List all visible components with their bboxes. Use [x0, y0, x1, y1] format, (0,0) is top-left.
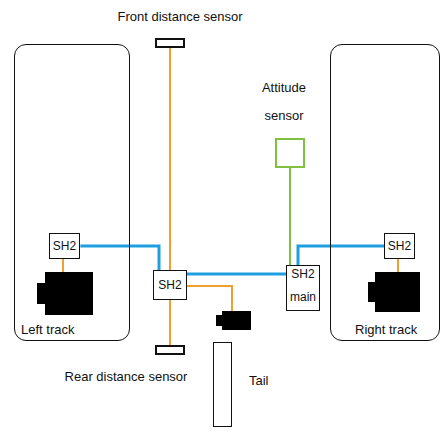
tail-motor-body — [222, 311, 251, 330]
sh2-main-board: SH2 main — [286, 265, 320, 311]
wire-connector — [80, 246, 159, 270]
track-region: SH2Left track — [14, 44, 130, 341]
motor-body — [375, 272, 420, 312]
distance-sensor: Front distance sensor — [155, 38, 185, 48]
wire-connector — [170, 48, 171, 270]
part-label: Attitude sensor — [252, 74, 316, 130]
part-label: Rear distance sensor — [65, 369, 188, 384]
wire-line — [169, 300, 171, 345]
part-label: Left track — [21, 322, 74, 337]
board-label: SH2 — [158, 279, 181, 292]
distance-sensor: Rear distance sensor — [155, 345, 185, 355]
part-label: Right track — [355, 322, 417, 337]
attitude-sensor: Attitude sensor — [275, 138, 305, 168]
motor-wire — [62, 258, 64, 272]
board-label: SH2 — [388, 240, 411, 253]
board-label: SH2 — [291, 268, 314, 281]
motor-shaft — [37, 283, 46, 304]
wire-connector — [187, 274, 286, 275]
track-region: SH2Right track — [330, 44, 440, 341]
part-label: Front distance sensor — [118, 9, 243, 24]
board-label: main — [290, 291, 316, 304]
wire-line — [187, 273, 286, 276]
wire-connector — [170, 300, 171, 345]
sh2-board: SH2 — [153, 270, 187, 300]
wire-line — [298, 246, 384, 265]
wire-connector — [290, 168, 291, 265]
part-label: Tail — [249, 373, 269, 388]
sh2-board: SH2 — [49, 233, 80, 259]
wire-line — [169, 48, 171, 270]
motor-wire — [397, 258, 399, 272]
board-label: SH2 — [53, 240, 76, 253]
tail: Tail — [213, 342, 232, 427]
motor-wire — [187, 286, 232, 311]
wire-line — [80, 246, 159, 270]
wire-line — [289, 168, 291, 265]
sh2-board: SH2 — [384, 233, 415, 259]
tail-motor-shaft — [216, 315, 223, 326]
motor-body — [45, 272, 93, 315]
motor-shaft — [368, 282, 376, 302]
wire-connector — [298, 246, 384, 265]
